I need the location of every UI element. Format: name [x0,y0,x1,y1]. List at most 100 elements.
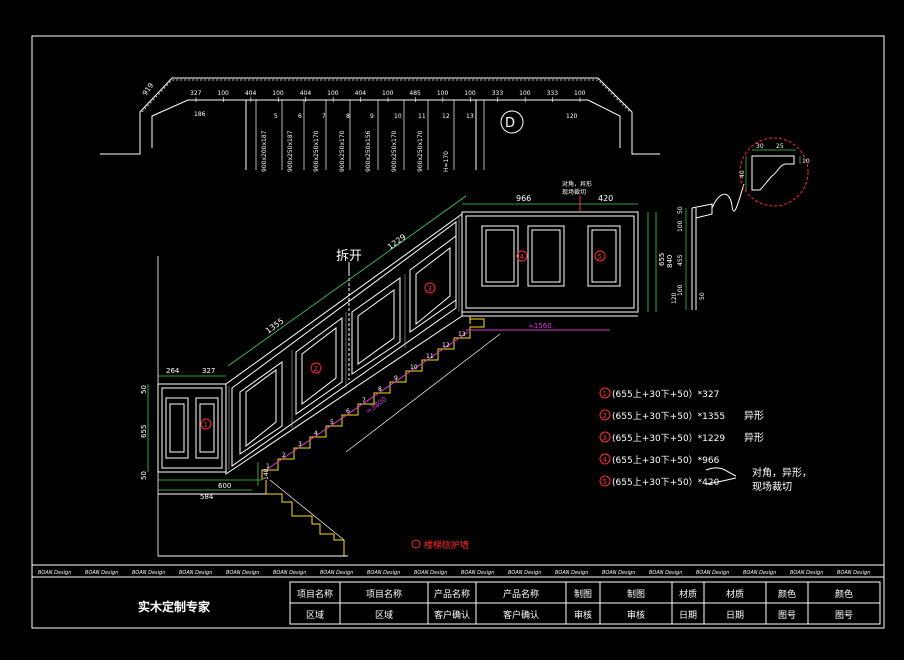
detail-dim-30: 30 [756,143,764,150]
elevation-dimensions [147,195,657,556]
stair-underside [345,333,501,453]
detail-dim-10: 10 [802,158,810,165]
legend-num: 1 [603,390,607,398]
legend-bubble [599,387,611,399]
panel-edges [228,216,460,470]
plan-top-dim: 100 [519,90,531,97]
plan-tread-num: 7 [322,113,326,120]
stair-profile [261,318,485,480]
plan-bubble-label: D [505,116,515,131]
title-block-cell: 制图 [574,588,592,600]
legend-bubble [599,453,611,465]
panel-bubble-num: 4 [520,253,525,261]
title-block-cell: 区域 [306,609,324,621]
step-number: 8 [378,386,382,393]
side-dim: 100 [677,220,684,232]
plan-tread-num: 8 [346,113,350,120]
side-dim: 100 [677,284,684,296]
title-block-cell: 制图 [627,588,645,600]
side-dim: 50 [699,292,706,300]
dim-50-b: 50 [140,471,148,480]
panel-bubble [594,250,606,262]
plan-top-dim: 100 [217,90,229,97]
brand-strip-text: BOAN Design [743,570,776,576]
step-number: 12 [442,342,450,349]
step-number: 7 [362,397,366,404]
stair-steps [261,318,485,480]
dim-1229: 1229 [386,232,408,251]
wall-label-marker [411,539,421,549]
brand-strip: BOAN Design BOAN Design BOAN Design BOAN De… [38,570,870,576]
dim-3800: ≈3800 [364,395,388,415]
plan-top-dim: 100 [327,90,339,97]
title-block-cell: 颜色 [835,588,853,600]
detail-callout-line [711,183,745,212]
brand-strip-text: BOAN Design [555,570,588,576]
panel-bubble [424,282,436,294]
brand-strip-text: BOAN Design [461,570,494,576]
elevation-view [157,211,639,475]
title-block-cell: 产品名称 [434,588,470,600]
plan-top-dim: 333 [492,90,504,97]
plan-top-dim: 100 [382,90,394,97]
step-number: 4 [314,430,318,437]
top-note-1: 对角，异形 [562,180,592,188]
brand-strip-text: BOAN Design [649,570,682,576]
brand-strip-text: BOAN Design [85,570,118,576]
side-profile [685,203,713,310]
title-block-cell: 审核 [627,609,645,621]
brand-strip-text: BOAN Design [696,570,729,576]
legend-bubble [599,475,611,487]
title-block-cell: 材质 [679,588,697,600]
plan-tread-num: 5 [274,113,278,120]
panel-bubble-num: 1 [204,421,208,429]
molding-detail [739,137,809,207]
panel-bubble-num: 5 [598,253,602,261]
dim-584: 584 [200,493,214,501]
plan-top-dim: 100 [437,90,449,97]
legend-note-2: 现场裁切 [752,480,792,493]
legend-num: 5 [603,478,607,486]
plan-tread-label: 900x250x170 [313,130,320,172]
plan-dim-left-a: 919 [141,82,155,98]
plan-tread-num: 11 [418,113,426,120]
side-dim: 120 [671,292,678,304]
plan-tread-num: 9 [370,113,374,120]
legend-text: (655上+30下+50）*420 [612,477,720,488]
brand-strip-text: BOAN Design [790,570,823,576]
drawing-frame [31,35,885,629]
detail-dim-40: 40 [739,170,746,178]
plan-dim-right: 120 [566,113,578,120]
plan-tread-num: 12 [442,113,450,120]
title-block-cell: 图号 [778,610,796,621]
title-block [289,581,881,625]
step-number: 1 [266,463,270,470]
title-block-cell: 项目名称 [297,588,333,600]
legend-bubble [599,409,611,421]
brand-strip-text: BOAN Design [508,570,541,576]
title-block-cells: 项目名称项目名称产品名称产品名称制图制图材质材质颜色颜色区域区域客户确认客户确认… [297,588,853,621]
step-number: 2 [282,452,286,459]
plan-bubble [500,110,524,134]
legend-text: (655上+30下+50）*327 [612,389,719,400]
title-block-cell: 区域 [375,609,393,621]
dim-420: 420 [598,194,613,203]
top-note-2: 现场裁切 [562,188,586,196]
legend-text: (655上+30下+50）*1229 [612,433,725,444]
plan-tread-label: 900x200x187 [261,130,268,172]
plan-top-dim: 404 [245,90,257,97]
panel-bubble-num: 3 [428,285,432,293]
brand-strip-text: BOAN Design [837,570,870,576]
plan-tread-num: 6 [298,113,302,120]
plan-tread-label: 900x250x170 [339,130,346,172]
title-block-cell: 图号 [835,610,853,621]
brand-strip-text: BOAN Design [179,570,212,576]
plan-top-dim: 485 [409,90,421,97]
legend-brace [705,467,737,485]
elevation-labels: 拆开 1229 1355 966 420 264 327 655 655 840… [140,180,674,501]
plan-tread-label: 900x250x170 [417,130,424,172]
